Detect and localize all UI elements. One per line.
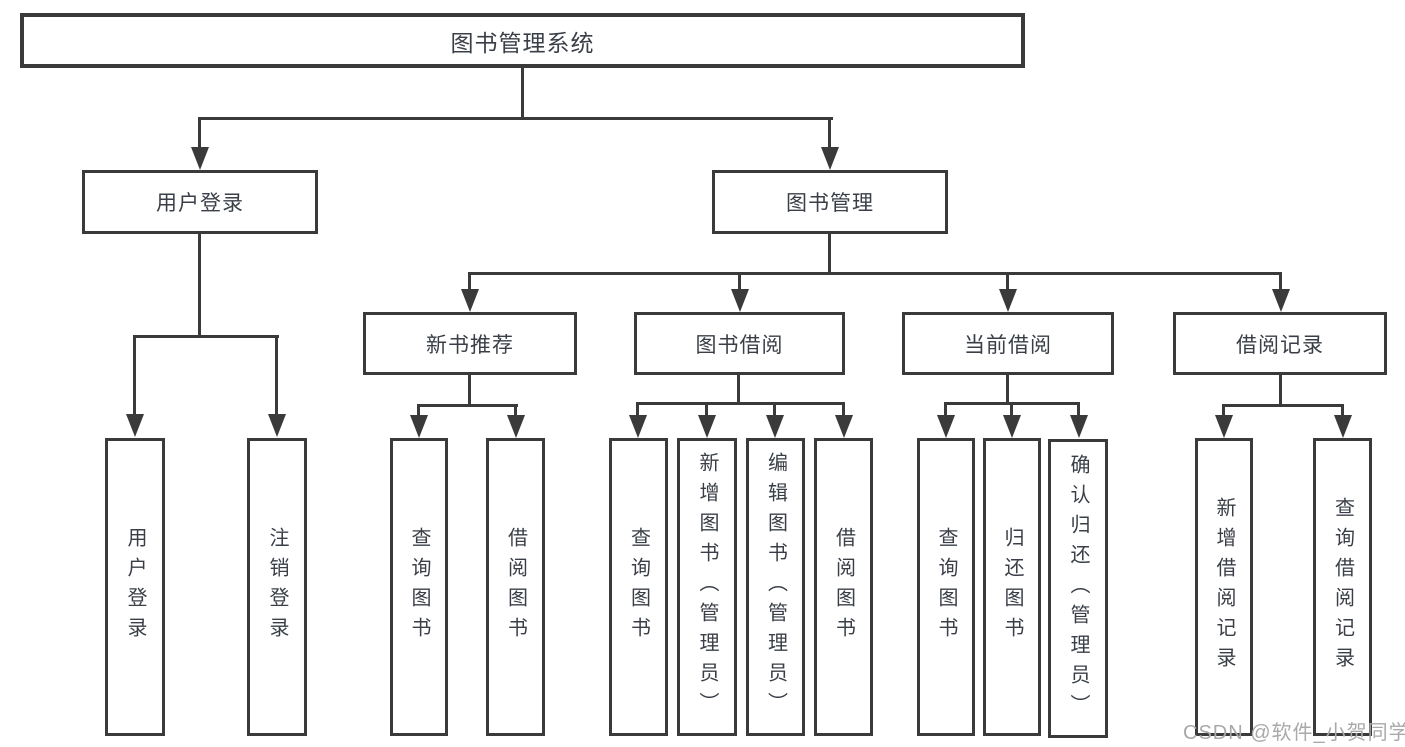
leaf-newbook-query-books: 查询图书 (390, 438, 448, 736)
node-book-borrow-label: 图书借阅 (695, 333, 784, 357)
arrowhead-book-borrow (731, 289, 749, 312)
arrowhead-cb-confirm (1070, 415, 1088, 438)
connector-book-borrow-stem (737, 375, 740, 405)
node-current-borrow: 当前借阅 (902, 312, 1114, 375)
leaf-user-login: 用户登录 (105, 438, 165, 736)
leaf-newbook-borrow-books-label: 借阅图书 (504, 527, 527, 647)
node-root-label: 图书管理系统 (450, 29, 595, 56)
connector-drop-book-borrow (738, 272, 741, 292)
connector-new-book-branch (417, 404, 518, 407)
arrowhead-bb-borrow (835, 415, 853, 438)
connector-drop-bb-edit (773, 402, 776, 417)
node-new-book-recommend-label: 新书推荐 (426, 333, 514, 357)
connector-drop-cb-confirm (1077, 402, 1080, 417)
connector-drop-book-mgmt (828, 117, 831, 150)
node-borrow-records: 借阅记录 (1173, 312, 1387, 375)
connector-drop-leaf-user-login (133, 335, 136, 416)
connector-book-mgmt-branch (468, 272, 1282, 275)
arrowhead-nb-query (410, 415, 428, 438)
arrowhead-br-query (1334, 415, 1352, 438)
leaf-newbook-query-books-label: 查询图书 (408, 527, 430, 647)
connector-drop-br-query (1341, 404, 1344, 417)
arrowhead-bb-edit (766, 415, 784, 438)
connector-book-mgmt-stem (828, 234, 831, 275)
leaf-borrow-add-books-admin-label: 新增图书（管理员） (696, 452, 718, 722)
connector-root-branch (198, 117, 833, 120)
leaf-records-query-record: 查询借阅记录 (1313, 438, 1372, 736)
leaf-current-confirm-return-admin-label: 确认归还（管理员） (1067, 453, 1089, 724)
leaf-logout: 注销登录 (247, 438, 307, 736)
arrowhead-cb-return (1003, 415, 1021, 438)
connector-drop-cb-return (1010, 402, 1013, 417)
leaf-current-query-books-label: 查询图书 (935, 527, 957, 647)
connector-drop-bb-borrow (842, 402, 845, 417)
node-user-login: 用户登录 (82, 170, 318, 234)
leaf-borrow-add-books-admin: 新增图书（管理员） (677, 438, 737, 736)
node-new-book-recommend: 新书推荐 (363, 312, 577, 375)
leaf-borrow-query-books: 查询图书 (609, 438, 668, 736)
connector-drop-nb-query (417, 404, 420, 417)
connector-drop-new-book (468, 272, 471, 292)
arrowhead-br-add (1215, 415, 1233, 438)
leaf-current-confirm-return-admin: 确认归还（管理员） (1048, 439, 1108, 738)
arrowhead-book-mgmt (821, 147, 839, 170)
leaf-records-query-record-label: 查询借阅记录 (1331, 497, 1354, 677)
arrowhead-current-borrow (999, 289, 1017, 312)
arrowhead-cb-query (937, 415, 955, 438)
connector-user-login-branch (133, 335, 279, 338)
connector-borrow-records-branch (1222, 404, 1344, 407)
connector-drop-bb-add (705, 402, 708, 417)
node-book-management-label: 图书管理 (786, 192, 874, 215)
connector-drop-borrow-records (1279, 272, 1282, 292)
leaf-newbook-borrow-books: 借阅图书 (486, 438, 545, 736)
node-book-management: 图书管理 (712, 170, 948, 234)
arrowhead-bb-query (629, 415, 647, 438)
connector-borrow-records-stem (1279, 375, 1282, 407)
arrowhead-user-login (191, 147, 209, 170)
node-user-login-label: 用户登录 (156, 192, 244, 215)
connector-new-book-stem (468, 375, 471, 407)
connector-user-login-stem (198, 234, 201, 338)
leaf-current-query-books: 查询图书 (917, 438, 975, 736)
connector-drop-current-borrow (1006, 272, 1009, 292)
connector-drop-nb-borrow (514, 404, 517, 417)
leaf-borrow-query-books-label: 查询图书 (627, 527, 650, 647)
leaf-current-return-books-label: 归还图书 (1001, 527, 1023, 647)
connector-current-borrow-stem (1006, 375, 1009, 405)
arrowhead-leaf-user-login (126, 414, 144, 437)
connector-drop-leaf-logout (275, 335, 278, 416)
connector-book-borrow-branch (636, 402, 845, 405)
leaf-borrow-borrow-books-label: 借阅图书 (832, 527, 855, 647)
leaf-current-return-books: 归还图书 (983, 438, 1041, 736)
arrowhead-nb-borrow (507, 415, 525, 438)
watermark-text: CSDN @软件_小贺同学 (1183, 722, 1405, 744)
node-borrow-records-label: 借阅记录 (1236, 333, 1324, 357)
connector-drop-user-login (198, 117, 201, 150)
arrowhead-bb-add (698, 415, 716, 438)
leaf-borrow-edit-books-admin: 编辑图书（管理员） (746, 438, 805, 736)
node-book-borrow: 图书借阅 (634, 312, 845, 375)
node-current-borrow-label: 当前借阅 (964, 333, 1052, 357)
arrowhead-leaf-logout (268, 414, 286, 437)
connector-root-stem (521, 68, 524, 120)
arrowhead-borrow-records (1272, 289, 1290, 312)
leaf-user-login-label: 用户登录 (124, 527, 146, 647)
connector-drop-cb-query (944, 402, 947, 417)
leaf-logout-label: 注销登录 (266, 527, 288, 647)
arrowhead-new-book (461, 289, 479, 312)
node-root: 图书管理系统 (20, 13, 1025, 68)
connector-drop-bb-query (636, 402, 639, 417)
leaf-borrow-borrow-books: 借阅图书 (814, 438, 873, 736)
leaf-records-add-record: 新增借阅记录 (1195, 438, 1253, 736)
leaf-records-add-record-label: 新增借阅记录 (1213, 497, 1235, 677)
leaf-borrow-edit-books-admin-label: 编辑图书（管理员） (764, 452, 787, 722)
connector-drop-br-add (1222, 404, 1225, 417)
